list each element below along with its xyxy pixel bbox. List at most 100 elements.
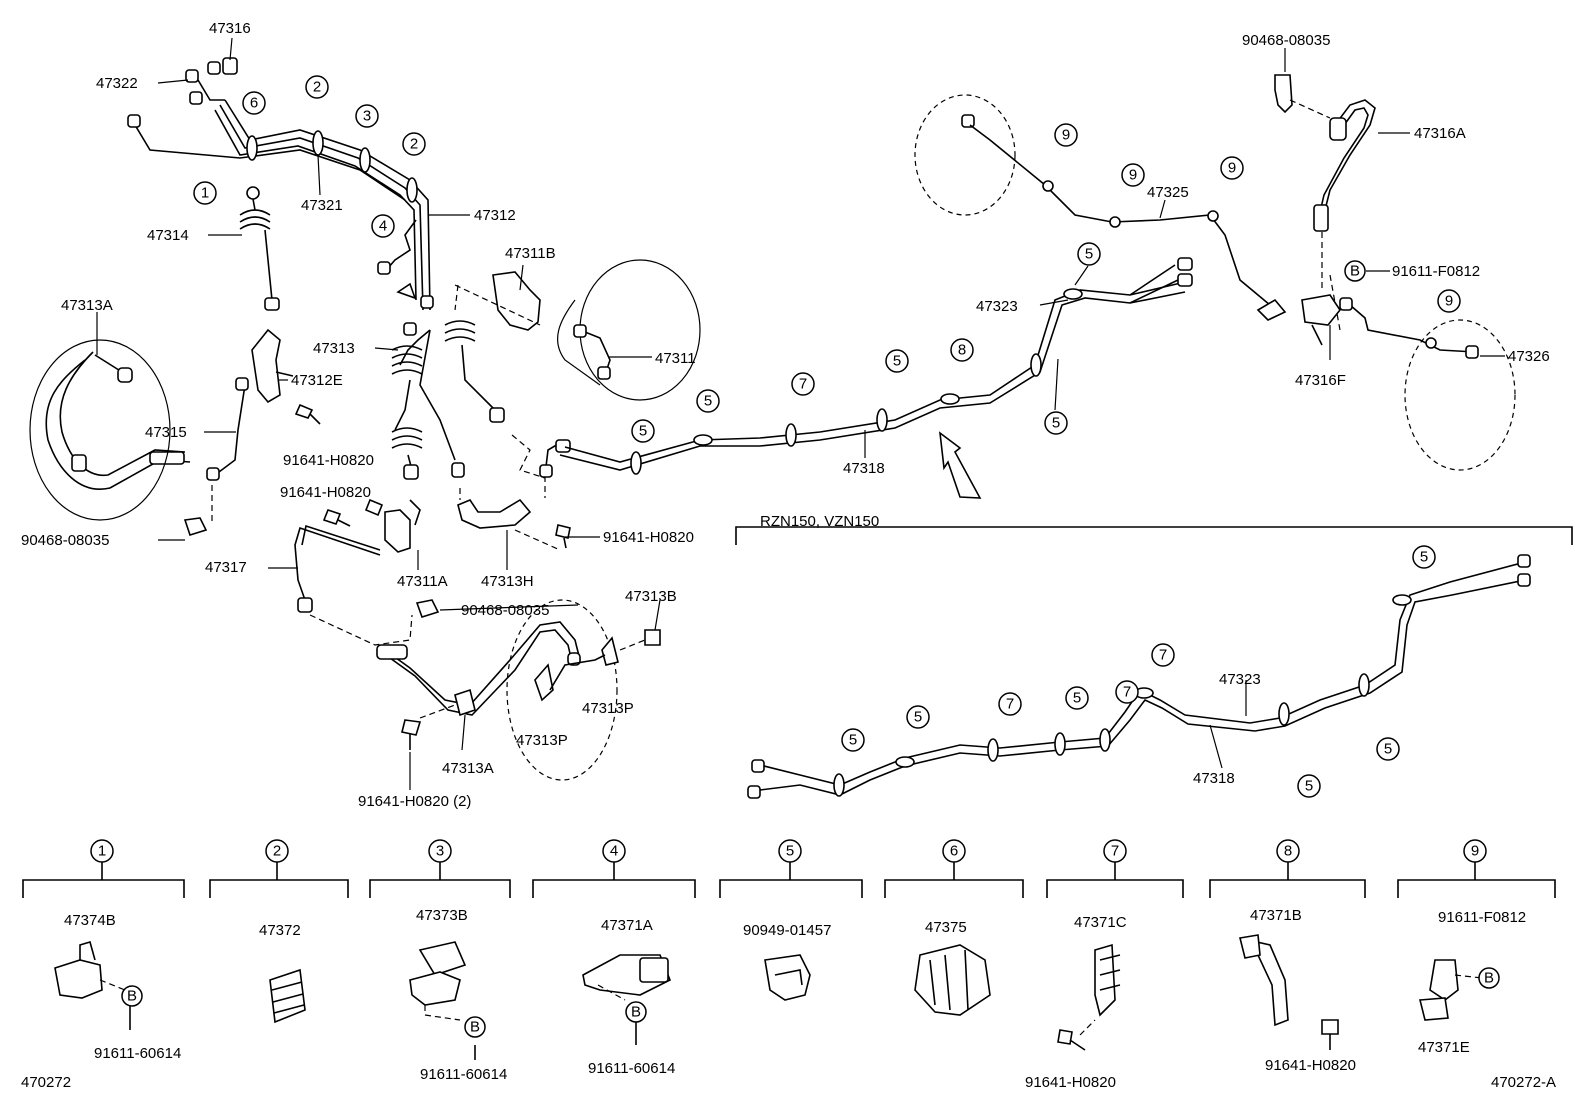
legend-7-bolt: 91641-H0820 xyxy=(1025,1074,1116,1091)
clamp-icon xyxy=(418,941,467,976)
legend-3-bolt: 91611-60614 xyxy=(420,1066,507,1083)
label-47323-variant: 47323 xyxy=(1219,671,1261,688)
svg-text:9: 9 xyxy=(1445,293,1453,310)
label-47323: 47323 xyxy=(976,298,1018,315)
svg-text:B: B xyxy=(470,1019,480,1036)
svg-text:4: 4 xyxy=(379,218,387,235)
label-47314: 47314 xyxy=(147,227,189,244)
svg-text:7: 7 xyxy=(1123,684,1131,701)
label-47313H: 47313H xyxy=(481,573,534,590)
label-47315: 47315 xyxy=(145,424,187,441)
legend-5-part: 90949-01457 xyxy=(743,922,831,939)
callout-circles: 1 6 2 3 2 4 5 5 7 5 8 5 5 9 9 9 9 B 5 5 … xyxy=(90,75,1500,1038)
svg-text:5: 5 xyxy=(1052,415,1060,432)
svg-text:2: 2 xyxy=(273,843,281,860)
svg-text:6: 6 xyxy=(950,843,958,860)
svg-text:3: 3 xyxy=(363,108,371,125)
label-47322: 47322 xyxy=(96,75,138,92)
clamp-icon xyxy=(54,959,103,999)
svg-text:1: 1 xyxy=(98,843,106,860)
legend-parts xyxy=(54,934,1483,1060)
svg-text:8: 8 xyxy=(1284,843,1292,860)
leader-lines xyxy=(96,37,1505,790)
svg-text:9: 9 xyxy=(1129,167,1137,184)
label-47316A: 47316A xyxy=(1414,125,1466,142)
label-91641-H0820-a: 91641-H0820 xyxy=(283,452,374,469)
svg-text:9: 9 xyxy=(1062,127,1070,144)
figure-code-right: 470272-A xyxy=(1491,1074,1556,1091)
label-47318-variant: 47318 xyxy=(1193,770,1235,787)
svg-text:3: 3 xyxy=(436,843,444,860)
label-91641-H0820-b: 91641-H0820 xyxy=(280,484,371,501)
bracket-icon xyxy=(1094,943,1116,1017)
svg-text:B: B xyxy=(127,988,137,1005)
label-47313: 47313 xyxy=(313,340,355,357)
legend-9-part: 47371E xyxy=(1418,1039,1470,1056)
legend-labels: 47374B 91611-60614 47372 47373B 91611-60… xyxy=(21,907,1556,1091)
part-labels: 47316 47322 47321 47312 47314 47313A 473… xyxy=(21,20,1550,810)
svg-text:5: 5 xyxy=(914,709,922,726)
svg-text:5: 5 xyxy=(893,353,901,370)
svg-text:B: B xyxy=(1484,970,1494,987)
legend-9-bolt: 91611-F0812 xyxy=(1438,909,1526,926)
legend-3-part: 47373B xyxy=(416,907,468,924)
svg-text:9: 9 xyxy=(1471,843,1479,860)
label-47313A-lower: 47313A xyxy=(442,760,494,777)
bracket-icon xyxy=(1246,938,1289,1027)
label-90468-08035-c: 90468-08035 xyxy=(1242,32,1330,49)
svg-text:7: 7 xyxy=(1111,843,1119,860)
label-47317: 47317 xyxy=(205,559,247,576)
label-47313B: 47313B xyxy=(625,588,677,605)
label-47326: 47326 xyxy=(1508,348,1550,365)
legend-1-bolt: 91611-60614 xyxy=(94,1045,181,1062)
legend-8-bolt: 91641-H0820 xyxy=(1265,1057,1356,1074)
svg-text:B: B xyxy=(1350,263,1360,280)
label-47313P-left: 47313P xyxy=(516,732,568,749)
label-91611-F0812: 91611-F0812 xyxy=(1392,263,1480,280)
label-47316F: 47316F xyxy=(1295,372,1346,389)
svg-text:4: 4 xyxy=(610,843,618,860)
label-90468-08035-a: 90468-08035 xyxy=(21,532,109,549)
legend-7-part: 47371C xyxy=(1074,914,1127,931)
svg-text:7: 7 xyxy=(799,376,807,393)
clamp-icon xyxy=(764,954,811,1001)
master-cylinder-tube-group xyxy=(29,57,701,781)
svg-text:5: 5 xyxy=(704,393,712,410)
svg-text:5: 5 xyxy=(1305,778,1313,795)
clamp-6 xyxy=(246,135,258,161)
rear-tube-upper xyxy=(559,257,1193,499)
svg-text:9: 9 xyxy=(1228,160,1236,177)
label-47311: 47311 xyxy=(655,350,696,367)
legend-1-part: 47374B xyxy=(64,912,116,929)
label-47318: 47318 xyxy=(843,460,885,477)
label-91641-H0820-d: 91641-H0820 (2) xyxy=(358,793,471,810)
svg-text:7: 7 xyxy=(1159,647,1167,664)
label-91641-H0820-c: 91641-H0820 xyxy=(603,529,694,546)
variant-section xyxy=(735,526,1573,799)
legend-brackets xyxy=(22,862,1556,898)
figure-code-left: 470272 xyxy=(21,1074,71,1091)
label-47312E: 47312E xyxy=(291,372,343,389)
svg-text:1: 1 xyxy=(201,185,209,202)
legend-4-part: 47371A xyxy=(601,917,653,934)
label-47325: 47325 xyxy=(1147,184,1189,201)
legend-6-part: 47375 xyxy=(925,919,967,936)
label-47311B: 47311B xyxy=(505,245,556,262)
svg-text:5: 5 xyxy=(1085,246,1093,263)
variant-label: RZN150, VZN150 xyxy=(760,513,879,530)
svg-text:5: 5 xyxy=(1420,549,1428,566)
legend-2-part: 47372 xyxy=(259,922,301,939)
legend-4-bolt: 91611-60614 xyxy=(588,1060,675,1077)
svg-text:6: 6 xyxy=(250,95,258,112)
svg-text:5: 5 xyxy=(639,423,647,440)
svg-text:8: 8 xyxy=(958,342,966,359)
legend-8-part: 47371B xyxy=(1250,907,1302,924)
label-47313A: 47313A xyxy=(61,297,113,314)
svg-text:7: 7 xyxy=(1006,696,1014,713)
clamp-icon xyxy=(914,944,991,1016)
svg-text:5: 5 xyxy=(849,732,857,749)
label-47311A: 47311A xyxy=(397,573,448,590)
label-90468-08035-b: 90468-08035 xyxy=(461,602,549,619)
label-47312: 47312 xyxy=(474,207,516,224)
svg-text:5: 5 xyxy=(1073,690,1081,707)
